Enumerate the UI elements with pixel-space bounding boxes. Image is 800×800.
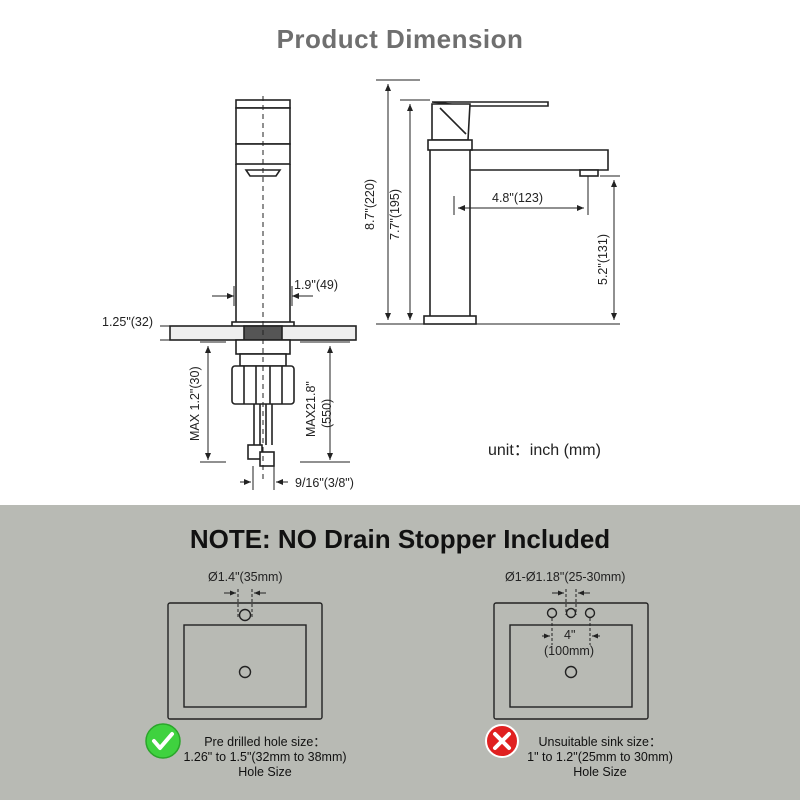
faucet-side-view — [169, 96, 357, 480]
page-title: Product Dimension — [276, 24, 524, 54]
note-heading: NOTE: NO Drain Stopper Included — [189, 524, 611, 554]
hole-spacing-label: 4" — [564, 628, 576, 642]
unsuitable-caption-line2: 1" to 1.2"(25mm to 30mm) — [527, 750, 673, 764]
max-deck-dimension: MAX 1.2"(30) — [188, 366, 202, 441]
sink-comparison — [145, 589, 649, 759]
spout-reach-dimension: 4.8"(123) — [492, 191, 543, 205]
unsuitable-caption: Unsuitable sink size： 1" to 1.2"(25mm to… — [515, 735, 685, 780]
suitable-sink-drawing — [167, 589, 323, 720]
unsuitable-sink-drawing — [493, 589, 649, 720]
width-dimension: 1.9"(49) — [294, 278, 339, 292]
suitable-caption-line1: Pre drilled hole size： — [204, 735, 326, 749]
unsuitable-caption-line3: Hole Size — [573, 765, 627, 779]
suitable-caption-line3: Hole Size — [238, 765, 292, 779]
connector-dimension: 9/16"(3/8") — [295, 476, 354, 490]
unsuitable-caption-line1: Unsuitable sink size： — [538, 735, 662, 749]
spout-height-dimension: 5.2"(131) — [596, 234, 610, 285]
hole-spacing-mm-label: (100mm) — [544, 644, 595, 658]
right-hole-label: Ø1-Ø1.18"(25-30mm) — [505, 570, 626, 584]
max-hose-mm-dimension: (550) — [320, 398, 334, 428]
note-panel — [0, 505, 800, 800]
suitable-caption-line2: 1.26" to 1.5"(32mm to 38mm) — [183, 750, 347, 764]
left-hole-label: Ø1.4"(35mm) — [208, 570, 283, 584]
faucet-front-view — [423, 101, 609, 325]
cross-icon — [485, 724, 519, 758]
suitable-caption: Pre drilled hole size： 1.26" to 1.5"(32m… — [180, 735, 350, 780]
check-icon — [145, 723, 181, 759]
max-hose-dimension: MAX21.8" — [304, 381, 318, 437]
total-height-dimension: 8.7"(220) — [363, 179, 377, 230]
body-height-dimension: 7.7"(195) — [388, 189, 402, 240]
faucet-diagram — [160, 79, 620, 490]
deck-thickness-dimension: 1.25"(32) — [102, 315, 153, 329]
unit-label: unit：inch (mm) — [488, 442, 601, 459]
